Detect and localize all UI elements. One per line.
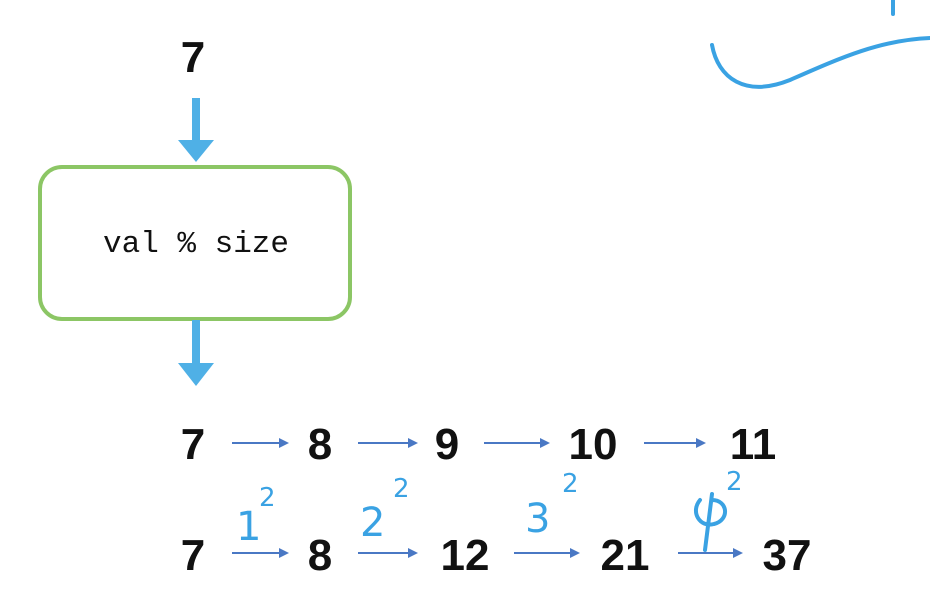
handwritten-annotation-3: 3 2 [525,469,579,542]
quadratic-probe-value: 7 [181,531,205,580]
annotation-base: 2 [360,500,385,546]
handwritten-annotation-4: 2 [694,467,743,552]
linear-probe-value: 7 [181,420,205,469]
handwritten-annotation-1: 1 2 [236,483,276,550]
linear-probe-value: 8 [308,420,332,469]
quadratic-probe-value: 8 [308,531,332,580]
linear-probe-arrow [358,438,418,448]
quadratic-probe-arrow [678,548,743,558]
annotation-base: 1 [236,504,261,550]
flow-arrow-top [178,98,214,162]
quadratic-probe-sequence: 7 8 12 21 37 [181,531,812,580]
quadratic-probe-value: 37 [763,531,812,580]
annotation-base: 3 [525,496,550,542]
annotation-base-glyph [694,492,727,552]
quadratic-probe-arrow [358,548,418,558]
quadratic-probe-arrow [232,548,289,558]
handwritten-stroke [710,0,930,89]
linear-probe-arrow [484,438,550,448]
handwritten-annotation-2: 2 2 [360,474,410,546]
annotation-exponent: 2 [259,483,276,513]
flow-arrow-bottom [178,320,214,386]
hash-expression: val % size [103,227,289,262]
linear-probe-sequence: 7 8 9 10 11 [181,420,777,469]
quadratic-probe-value: 21 [601,531,650,580]
annotation-exponent: 2 [393,474,410,504]
annotation-exponent: 2 [726,467,743,497]
linear-probe-arrow [644,438,706,448]
quadratic-probe-arrow [514,548,580,558]
quadratic-probe-value: 12 [441,531,490,580]
linear-probe-value: 11 [730,420,777,469]
linear-probe-arrow [232,438,289,448]
annotation-exponent: 2 [562,469,579,499]
input-value: 7 [181,33,205,82]
linear-probe-value: 9 [435,420,459,469]
hash-function-box [38,165,352,321]
linear-probe-value: 10 [569,420,618,469]
